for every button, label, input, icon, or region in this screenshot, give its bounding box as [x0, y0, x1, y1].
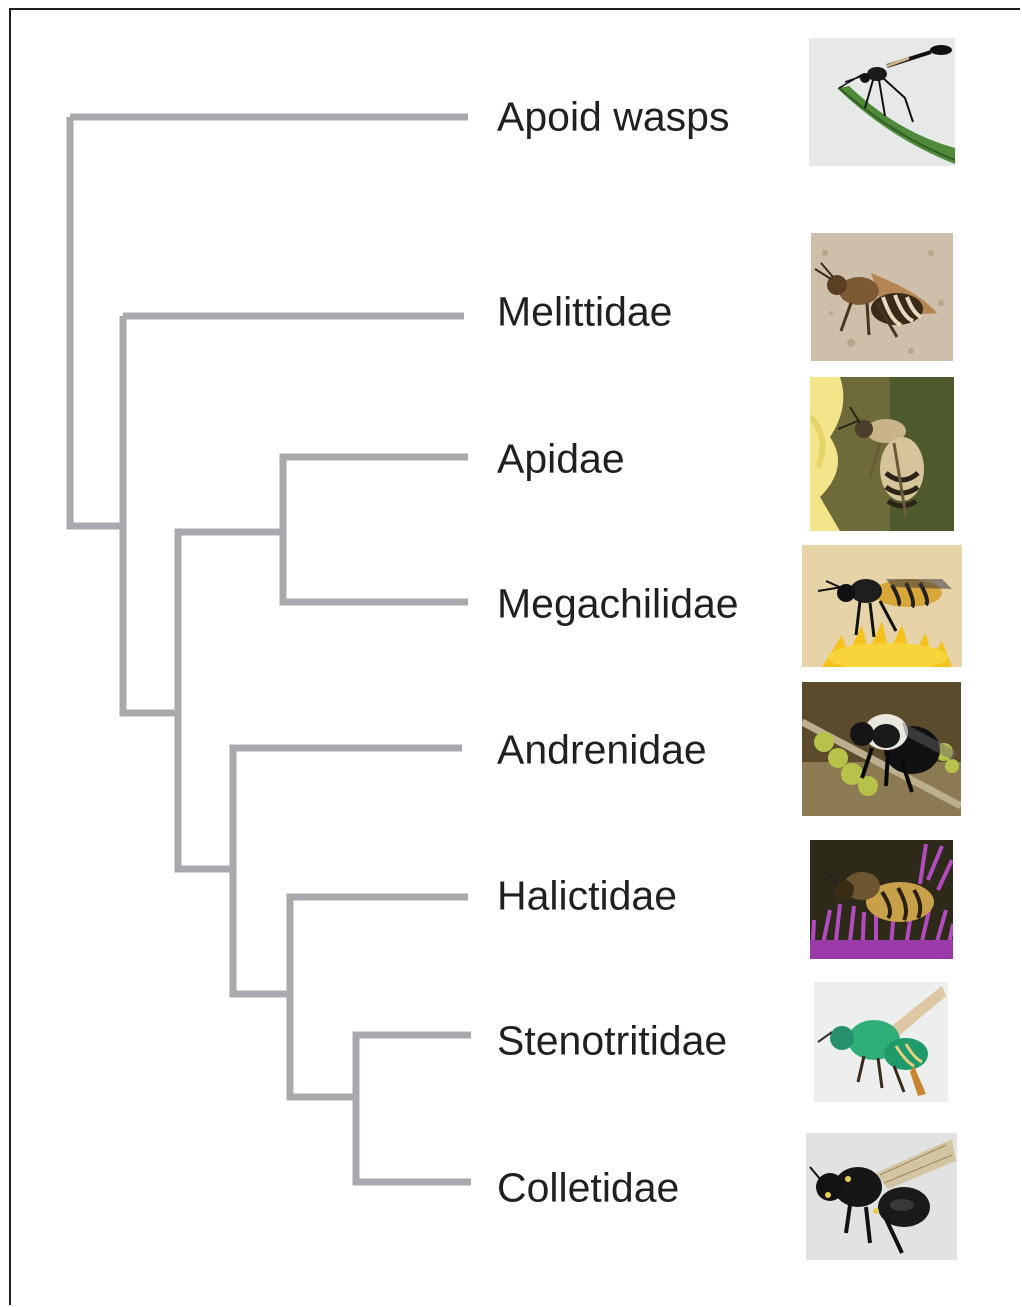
taxon-label-andrenidae: Andrenidae	[497, 730, 707, 771]
branch-root	[70, 117, 123, 526]
taxon-label-apoid-wasps: Apoid wasps	[497, 97, 729, 138]
branch-apidae-megachilidae-node	[178, 532, 283, 713]
black-bee-photo	[806, 1133, 957, 1260]
bee-on-flower-photo	[810, 377, 954, 531]
taxon-label-colletidae: Colletidae	[497, 1168, 679, 1209]
branch-megachilidae	[283, 532, 468, 602]
wasp-photo	[809, 38, 955, 166]
green-bee-photo	[814, 982, 948, 1102]
bee-on-yellow-flower-photo	[802, 545, 962, 667]
branch-apidae	[283, 457, 468, 532]
taxon-label-melittidae: Melittidae	[497, 292, 672, 333]
branch-stenotritidae	[356, 1035, 471, 1097]
branch-node-5	[290, 994, 356, 1097]
branch-halictidae	[290, 897, 468, 994]
branch-andrenidae	[233, 748, 462, 869]
taxon-label-halictidae: Halictidae	[497, 876, 677, 917]
branch-colletidae	[356, 1097, 471, 1182]
bee-photo	[811, 233, 953, 361]
taxon-label-megachilidae: Megachilidae	[497, 584, 739, 625]
branch-node-4	[233, 869, 290, 994]
branch-node-2	[123, 316, 178, 713]
taxon-label-stenotritidae: Stenotritidae	[497, 1021, 727, 1062]
bee-on-catkin-photo	[802, 682, 961, 816]
branch-node-3	[178, 713, 233, 869]
taxon-label-apidae: Apidae	[497, 439, 625, 480]
bee-on-thistle-photo	[810, 840, 953, 959]
